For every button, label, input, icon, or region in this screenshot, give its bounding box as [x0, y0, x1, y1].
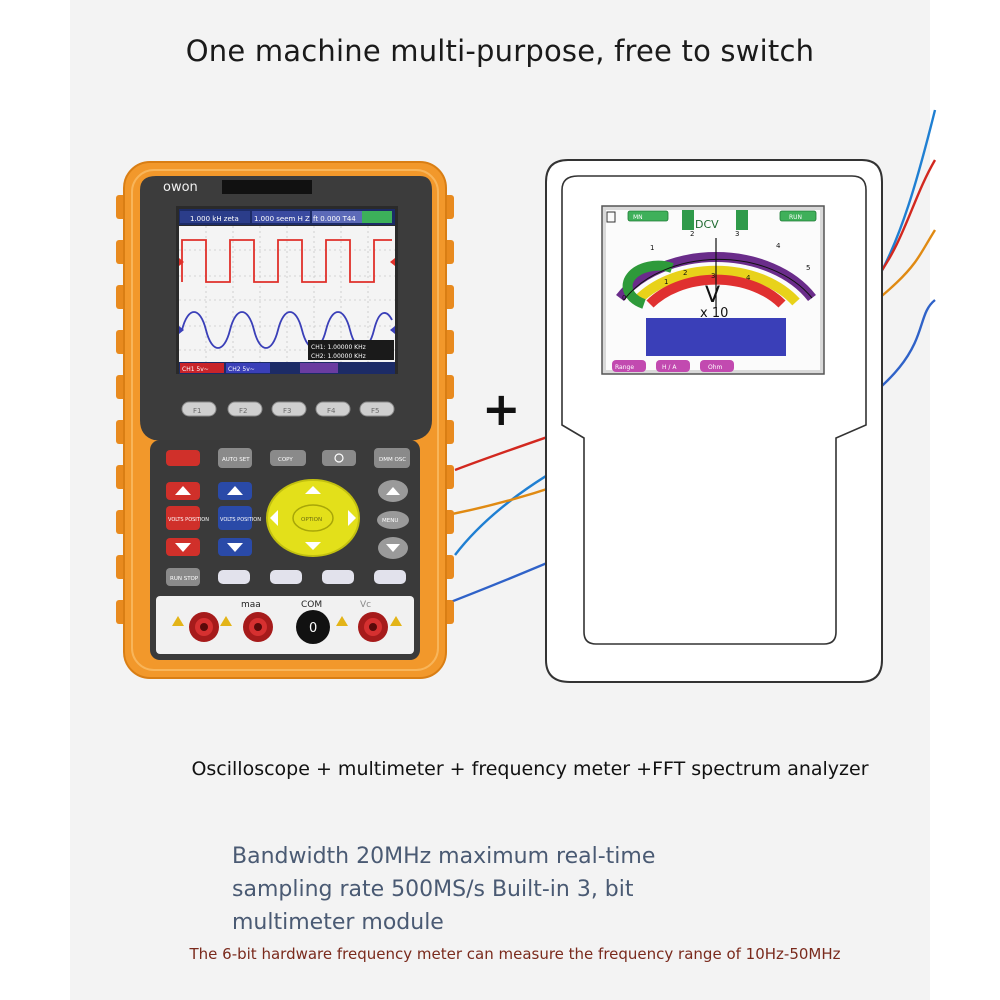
svg-text:2: 2 — [690, 230, 694, 238]
meter-unit: V — [705, 283, 720, 308]
svg-text:CH1 5v~: CH1 5v~ — [182, 366, 209, 373]
svg-text:maa: maa — [241, 600, 261, 610]
svg-text:CH2 5v~: CH2 5v~ — [228, 366, 255, 373]
brightness-icon — [334, 453, 344, 463]
svg-text:F2: F2 — [239, 407, 247, 415]
feature-caption: Oscilloscope + multimeter + frequency me… — [191, 758, 869, 780]
svg-text:0: 0 — [622, 294, 626, 302]
svg-text:MN: MN — [633, 214, 643, 221]
svg-text:Vc: Vc — [360, 600, 371, 610]
svg-text:COPY: COPY — [278, 457, 293, 463]
jack-com[interactable] — [296, 610, 330, 644]
svg-text:1: 1 — [650, 244, 654, 252]
svg-text:CH2: 1.00000 KHz: CH2: 1.00000 KHz — [311, 353, 366, 360]
svg-text:1: 1 — [664, 278, 668, 286]
svg-text:Ohm: Ohm — [708, 364, 723, 371]
brand-logo: owon — [163, 180, 198, 195]
svg-text:2: 2 — [683, 269, 687, 277]
spec-line: sampling rate 500MS/s Built-in 3, bit — [232, 877, 634, 902]
svg-text:DMM OSC: DMM OSC — [379, 457, 406, 463]
svg-text:RUN: RUN — [789, 214, 802, 221]
svg-text:0: 0 — [309, 621, 317, 636]
meter-value-block — [646, 318, 786, 356]
svg-text:1.000 kH zeta: 1.000 kH zeta — [190, 215, 239, 223]
f3-button[interactable] — [271, 401, 307, 417]
meter-mode-label: DCV — [695, 218, 719, 231]
svg-text:CH1: 1.00000 KHz: CH1: 1.00000 KHz — [311, 344, 366, 351]
svg-text:VOLTS POSITION: VOLTS POSITION — [168, 517, 209, 523]
svg-text:5: 5 — [806, 264, 810, 272]
svg-text:Range: Range — [615, 364, 634, 371]
svg-text:1.000 seem H Z: 1.000 seem H Z — [254, 215, 310, 223]
meter-multiplier: x 10 — [700, 306, 728, 321]
jack-a[interactable] — [243, 612, 273, 642]
frequency-readout-box — [308, 340, 394, 360]
input-jack-panel — [156, 596, 414, 654]
svg-text:F1: F1 — [193, 407, 201, 415]
svg-text:AUTO SET: AUTO SET — [222, 457, 250, 463]
jack-ma[interactable] — [189, 612, 219, 642]
svg-text:3: 3 — [735, 230, 739, 238]
svg-text:OPTION: OPTION — [301, 517, 322, 523]
spec-block: Bandwidth 20MHz maximum real-time sampli… — [232, 840, 692, 939]
spec-line: Bandwidth 20MHz maximum real-time — [232, 844, 656, 869]
handheld-oscilloscope — [116, 161, 454, 679]
svg-text:ft 0.000 T44: ft 0.000 T44 — [313, 215, 356, 223]
footnote: The 6-bit hardware frequency meter can m… — [189, 945, 841, 963]
jack-voltage[interactable] — [358, 612, 388, 642]
oscilloscope-screen — [179, 226, 395, 362]
svg-text:F3: F3 — [283, 407, 291, 415]
headline: One machine multi-purpose, free to switc… — [185, 34, 815, 68]
svg-text:VOLTS POSITION: VOLTS POSITION — [220, 517, 261, 523]
svg-text:RUN STOP: RUN STOP — [170, 576, 199, 582]
svg-text:F5: F5 — [371, 407, 379, 415]
square-wave-trace — [181, 239, 392, 283]
svg-text:F4: F4 — [327, 407, 336, 415]
svg-text:4: 4 — [746, 274, 751, 282]
f5-button[interactable] — [359, 401, 395, 417]
f2-button[interactable] — [227, 401, 263, 417]
svg-text:3: 3 — [711, 272, 715, 280]
f1-button[interactable] — [181, 401, 217, 417]
svg-text:H / A: H / A — [662, 364, 677, 371]
spec-line: multimeter module — [232, 910, 444, 935]
plus-sign: + — [482, 382, 521, 436]
analog-multimeter-display — [545, 159, 883, 683]
svg-text:MENU: MENU — [382, 518, 398, 524]
svg-text:COM: COM — [301, 600, 322, 610]
f4-button[interactable] — [315, 401, 351, 417]
svg-text:4: 4 — [776, 242, 781, 250]
